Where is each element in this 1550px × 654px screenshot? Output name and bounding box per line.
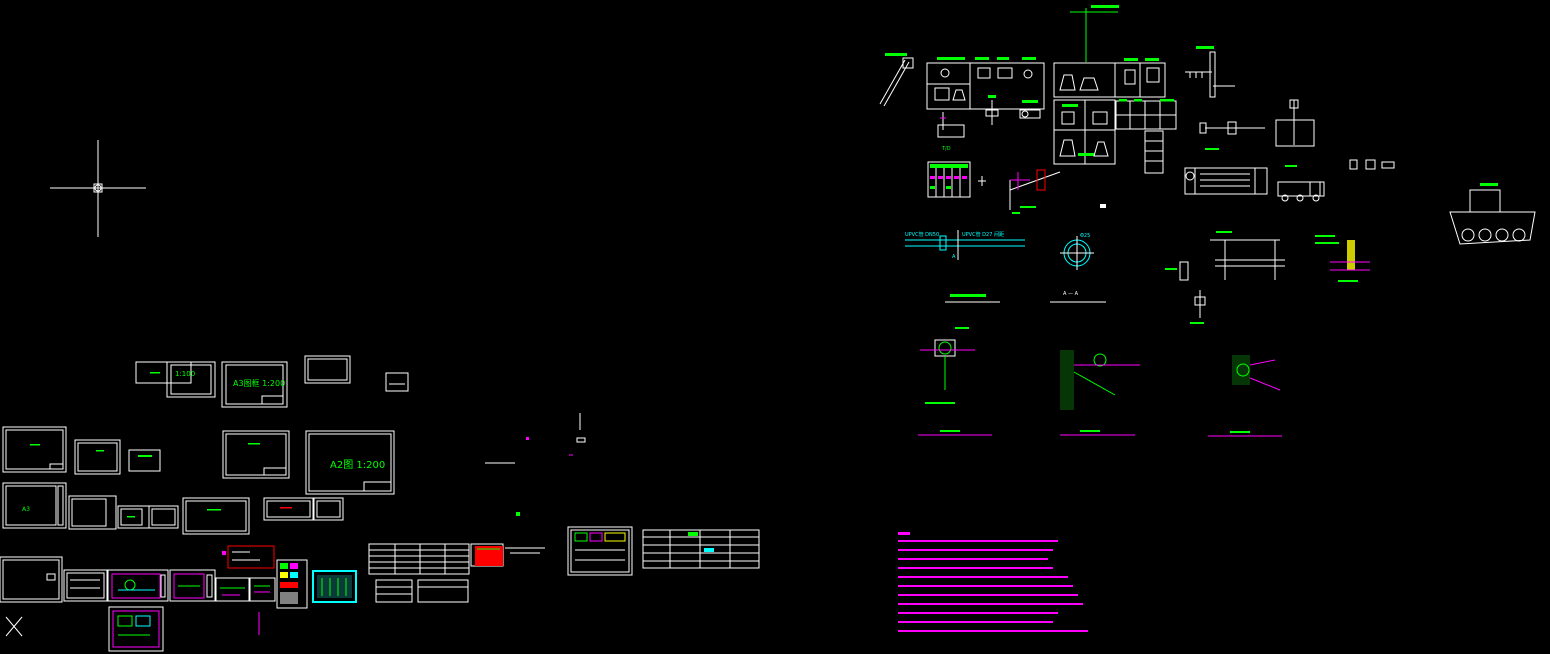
frame-row3-5[interactable] [182, 497, 250, 535]
small-sheets-cluster[interactable] [505, 526, 760, 576]
frame-1-100-b[interactable] [166, 361, 216, 398]
svg-text:UPVC管 D27 间距: UPVC管 D27 间距 [962, 231, 1004, 238]
table-schedule-1[interactable] [368, 543, 470, 575]
frame-row4-1[interactable] [0, 556, 63, 603]
sheet-row4-red[interactable] [222, 545, 275, 569]
horizontal-pipe[interactable]: UPVC管 DN50 UPVC管 D27 间距 A [905, 230, 1025, 260]
frame-row3-6[interactable] [263, 497, 314, 521]
frame-a3-label: A3图框 1:200 [233, 379, 286, 388]
section-aa-label: A — A [1063, 291, 1079, 297]
notes-block[interactable] [898, 532, 1088, 632]
small-boxes[interactable] [1349, 159, 1395, 170]
frame-1-100[interactable] [135, 361, 192, 384]
frame-row2-2[interactable] [74, 439, 121, 475]
svg-text:T/D: T/D [941, 146, 951, 152]
equipment-grid-small[interactable] [1115, 99, 1177, 174]
crosshair-cursor [50, 140, 146, 237]
frame-row2-3[interactable] [128, 449, 161, 472]
crawler-machine[interactable] [1449, 183, 1536, 245]
conveyor-sketch[interactable] [879, 53, 914, 107]
frame-small-200[interactable] [304, 355, 351, 384]
equipment-board-2[interactable] [1053, 58, 1166, 98]
sheet-row4-colored[interactable] [276, 559, 308, 609]
anchor-detail[interactable] [1315, 235, 1370, 282]
table-schedule-2[interactable] [375, 579, 469, 603]
control-panel[interactable] [927, 161, 971, 198]
node-detail-3[interactable] [1208, 355, 1282, 437]
pipe-detail[interactable] [978, 169, 1061, 214]
sheet-row4-6[interactable] [249, 577, 276, 602]
frame-row2-4[interactable] [222, 430, 290, 479]
node-detail-1[interactable] [918, 327, 992, 436]
frame-row3-2[interactable] [68, 495, 117, 530]
ucs-icon [5, 616, 23, 637]
valve-line[interactable] [1199, 121, 1265, 150]
dump-truck[interactable] [1277, 181, 1325, 202]
sheet-row4-3[interactable] [107, 569, 169, 602]
bar-screen[interactable] [1185, 46, 1235, 98]
top-leader-label [1070, 5, 1119, 62]
sheet-row5[interactable] [108, 606, 164, 652]
sheet-highlight-cyan[interactable] [312, 570, 357, 603]
equipment-board-1[interactable] [926, 57, 1045, 110]
sheet-row4-2[interactable] [63, 569, 108, 602]
sheet-row4-5[interactable] [215, 577, 250, 602]
support-detail[interactable] [1165, 231, 1285, 324]
small-mark [1100, 204, 1106, 208]
frame-a3-small-label: A3 [22, 506, 30, 513]
section-title-pipe [945, 294, 1000, 303]
pump-symbol-2[interactable]: T/D [937, 112, 965, 152]
node-detail-2[interactable] [1060, 350, 1140, 436]
frame-row2-1[interactable] [2, 426, 67, 473]
filter-press[interactable] [1184, 167, 1268, 195]
svg-text:UPVC管 DN50: UPVC管 DN50 [905, 231, 939, 238]
pump-symbol-1[interactable] [985, 95, 1041, 125]
svg-text:A: A [952, 254, 956, 260]
frame-a2-200[interactable] [305, 430, 395, 495]
frame-row3-3[interactable] [117, 505, 150, 529]
frame-tiny[interactable] [385, 372, 409, 392]
pipe-section-circle[interactable]: Φ25 [1060, 233, 1094, 270]
sheet-row4-4[interactable] [169, 569, 216, 602]
equipment-board-3[interactable] [1053, 99, 1116, 165]
frame-scale-label: 1:100 [175, 370, 196, 378]
frame-a3-200[interactable] [221, 361, 288, 408]
scattered-marks [485, 413, 586, 516]
svg-text:Φ25: Φ25 [1080, 233, 1090, 239]
table-red-block[interactable] [470, 543, 504, 567]
frame-a2-label: A2图 1:200 [330, 460, 386, 471]
frame-row3-7[interactable] [313, 497, 344, 521]
tank-mixer[interactable] [1275, 99, 1315, 167]
frame-row3-1[interactable] [2, 482, 67, 529]
frame-row3-4[interactable] [148, 505, 179, 529]
